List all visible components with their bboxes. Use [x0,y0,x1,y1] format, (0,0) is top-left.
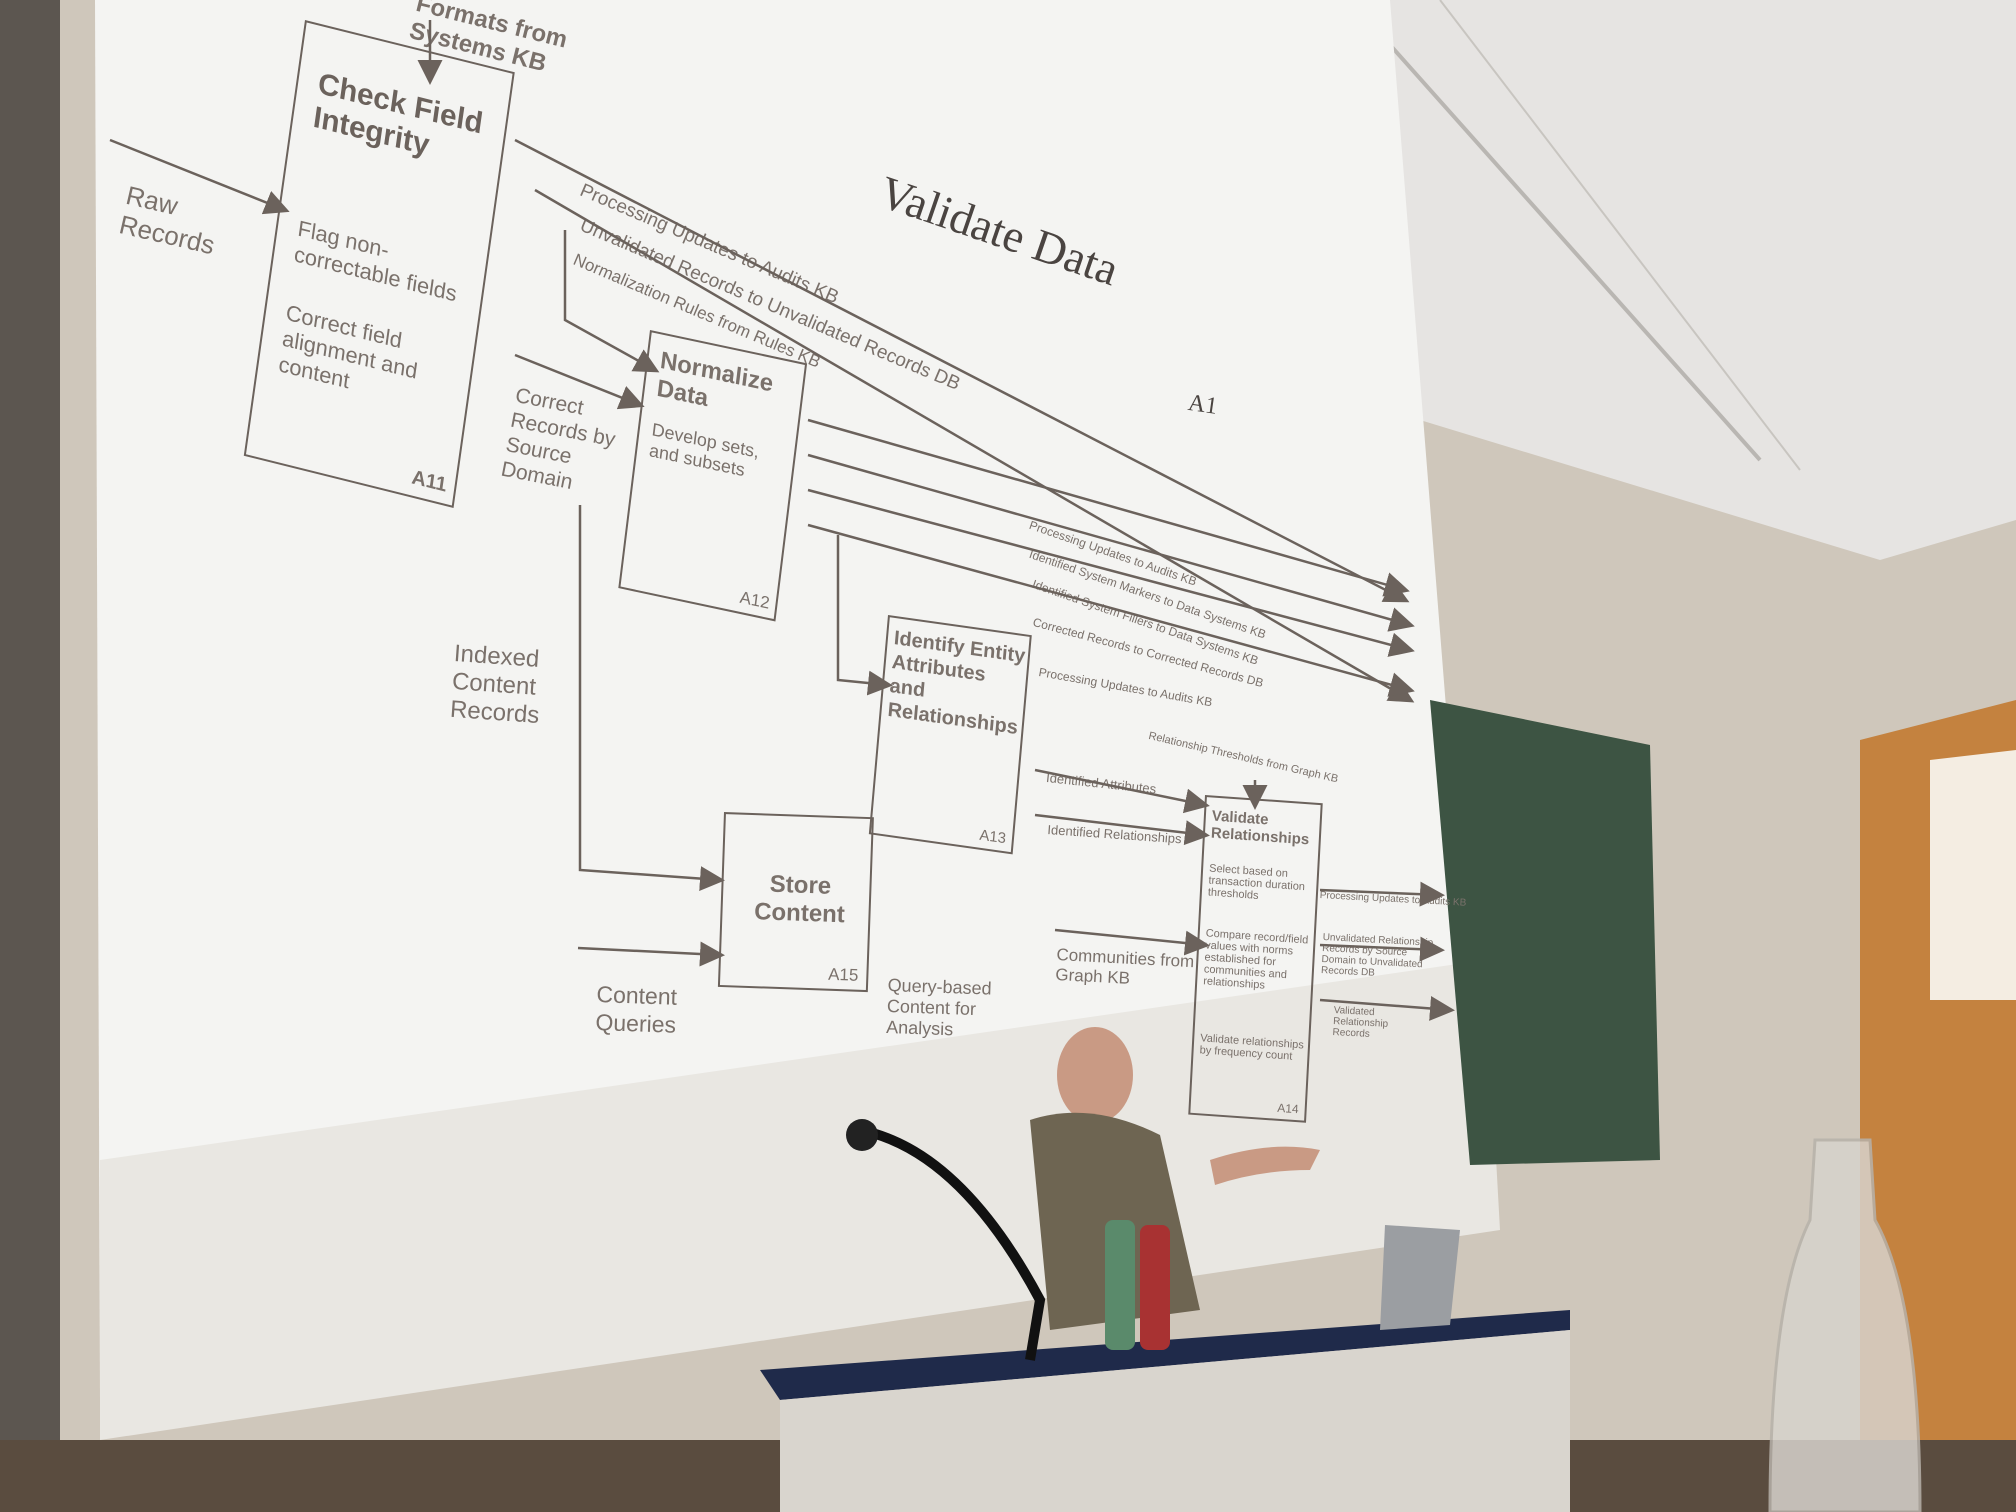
a13-id: A13 [978,826,1007,848]
ceiling-seam [1348,0,1762,462]
a14-title: Validate Relationships [1210,807,1310,849]
query-output-label: Query-based Content for Analysis [885,975,992,1040]
ceiling-seam [1439,0,1801,471]
doorway-light [1930,750,2016,1000]
a12-item-1: Develop sets, and subsets [648,419,761,481]
water-bottle [1105,1220,1135,1350]
a11-item-1: Flag non-correctable fields [292,215,459,307]
flow-a14-2: Unvalidated Relationship Records by Sour… [1320,932,1434,979]
process-box-a15: Store Content A15 [717,812,874,993]
input-content-queries-label: Content Queries [595,980,678,1038]
process-box-a14: Validate Relationships Select based on t… [1188,795,1323,1123]
a11-item-2: Correct field alignment and content [277,299,420,394]
laptop [1380,1225,1460,1330]
document-camera-head [846,1119,878,1151]
process-box-a11: Check Field Integrity Flag non-correctab… [243,20,515,509]
screen-lower [100,960,1500,1440]
a14-item-3: Validate relationships by frequency coun… [1199,1032,1305,1063]
document-camera-arm [859,1125,1046,1361]
a11-title: Check Field Integrity [311,66,485,163]
desk [760,1310,1570,1400]
input-indexed-label: Indexed Content Records [449,640,541,730]
a11-id: A11 [410,466,449,497]
flow-a13-4: Identified Relationships [1046,822,1183,847]
a14-item-1: Select based on transaction duration thr… [1207,862,1306,902]
arrow-to-a13 [836,535,893,696]
flow-a14-1: Processing Updates to Audits KB [1319,890,1467,909]
arrow-right-2 [807,453,1415,632]
a15-title: Store Content [753,870,846,929]
flow-a14-3: Validated Relationship Records [1332,1005,1389,1040]
diagram-id: A1 [1186,390,1220,420]
speaker-head [1057,1027,1133,1123]
a14-item-2: Compare record/field values with norms e… [1202,927,1309,992]
flow-a13-2: Relationship Thresholds from Graph KB [1147,730,1340,786]
process-box-a12: Normalize Data Develop sets, and subsets… [618,330,808,622]
a15-id: A15 [827,964,859,985]
arrow-communities [1054,928,1210,956]
process-box-a13: Identify Entity Attributes and Relations… [868,615,1032,855]
flow-a13-1: Processing Updates to Audits KB [1037,665,1214,710]
chalkboard [1430,700,1660,1165]
ceiling-panel [1350,0,2016,560]
left-wall-edge [0,0,60,1512]
a14-id: A14 [1277,1100,1300,1117]
input-raw-records-label: Raw Records [116,180,218,261]
flow-a13-3: Identified Attributes [1045,770,1157,797]
desk-front [780,1330,1570,1512]
glass-bottle [1768,1138,1922,1512]
arrow-content-queries [577,941,725,967]
correct-records-label: Correct Records by Source Domain [499,383,618,494]
a13-title: Identify Entity Attributes and Relations… [886,627,1027,739]
water-bottle [1140,1225,1170,1350]
a12-title: Normalize Data [655,346,775,413]
speaker-hands [1210,1146,1320,1185]
arrow-right-1 [807,418,1410,597]
a12-id: A12 [738,587,771,613]
slide-title: Validate Data [873,165,1126,296]
